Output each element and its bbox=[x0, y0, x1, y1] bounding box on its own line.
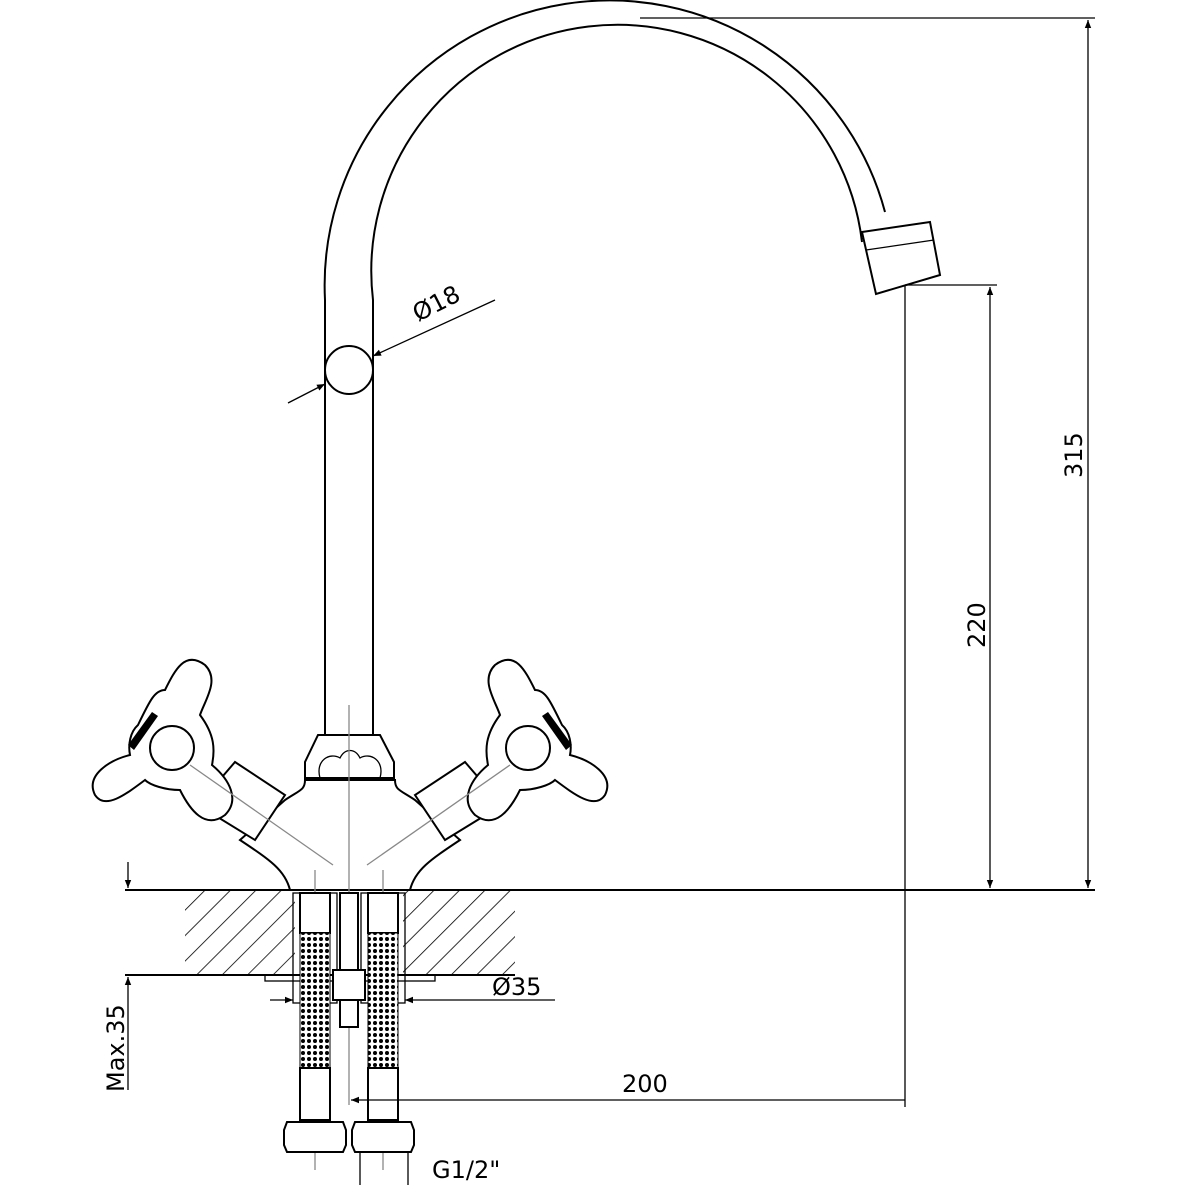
dimension-mounting-hole: Ø35 bbox=[270, 973, 555, 1004]
dim-label: G1/2" bbox=[432, 1156, 500, 1184]
faucet-body bbox=[196, 734, 504, 891]
dimension-outlet-height: 220 bbox=[905, 284, 997, 888]
dim-label: 315 bbox=[1060, 432, 1088, 478]
mounting-rod bbox=[339, 892, 359, 1028]
countertop bbox=[125, 889, 1095, 982]
dim-label: 200 bbox=[622, 1070, 668, 1098]
right-hose bbox=[351, 892, 415, 1153]
dimension-reach: 200 bbox=[351, 285, 906, 1107]
dim-label: Ø18 bbox=[408, 280, 465, 327]
dimension-total-height: 315 bbox=[640, 17, 1095, 888]
left-cross-handle bbox=[91, 658, 234, 822]
dimension-max-thickness: Max.35 bbox=[102, 862, 132, 1092]
spout bbox=[323, 0, 942, 735]
dim-label: 220 bbox=[963, 602, 991, 648]
dim-label: Max.35 bbox=[102, 1004, 130, 1092]
dimension-spout-diameter: Ø18 bbox=[287, 280, 496, 404]
left-hose bbox=[283, 892, 347, 1153]
dim-label: Ø35 bbox=[492, 973, 541, 1001]
supply-hoses bbox=[283, 892, 415, 1153]
dimension-thread: G1/2" bbox=[359, 1152, 500, 1185]
spout-section-circle bbox=[324, 345, 374, 395]
right-cross-handle bbox=[466, 658, 609, 822]
